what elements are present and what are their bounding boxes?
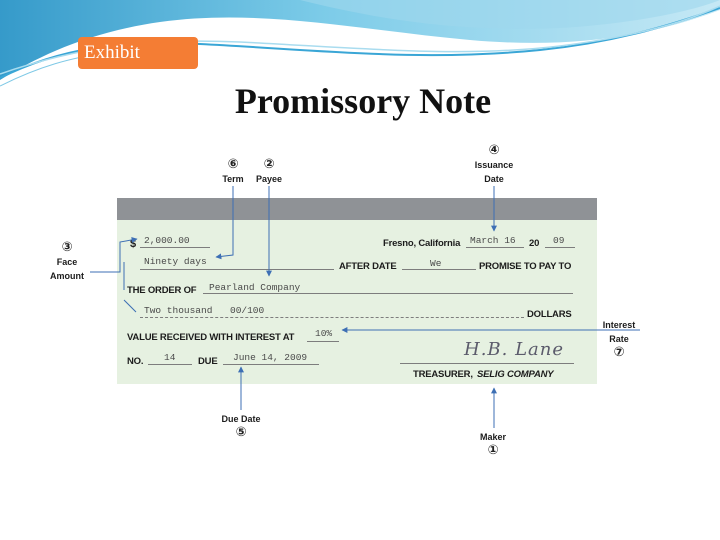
promise-to-pay-label: PROMISE TO PAY TO: [479, 261, 572, 272]
callout-due-label: Due Date: [221, 414, 261, 424]
callout-due-date: Due Date ⑤: [214, 412, 268, 440]
callout-face-amount: ③ Face Amount: [44, 241, 90, 283]
callout-number-3: ③: [61, 240, 73, 255]
callout-face-label-2: Amount: [50, 271, 84, 281]
note-number-label: NO.: [127, 356, 144, 367]
note-header-band: [117, 198, 597, 220]
callout-maker-label: Maker: [479, 432, 506, 442]
maker-signature: H.B. Lane: [464, 339, 565, 360]
callout-payee-label: Payee: [255, 174, 283, 184]
dollars-label: DOLLARS: [527, 309, 572, 320]
callout-number-1: ①: [487, 443, 499, 458]
amount-words-value: Two thousand: [144, 305, 213, 316]
cents-value: 00/100: [230, 305, 265, 316]
value-received-label: VALUE RECEIVED WITH INTEREST AT: [127, 332, 295, 343]
due-date-value: June 14, 2009: [233, 352, 308, 363]
callout-number-7: ⑦: [613, 345, 625, 360]
year-prefix: 20: [529, 238, 540, 249]
after-date-label: AFTER DATE: [339, 261, 397, 272]
dollar-sign: $: [130, 238, 136, 250]
callout-interest-label-1: Interest: [602, 320, 636, 330]
promisor-value: We: [430, 258, 442, 269]
callout-maker: Maker ①: [470, 430, 516, 458]
payee-value: Pearland Company: [209, 282, 301, 293]
term-value: Ninety days: [144, 256, 207, 267]
callout-number-5: ⑤: [235, 425, 247, 440]
interest-rate-value: 10%: [315, 328, 333, 339]
company-name: SELIG COMPANY: [477, 369, 554, 380]
signer-title: TREASURER,: [413, 369, 473, 380]
callout-number-2: ②: [263, 157, 275, 172]
order-of-label: THE ORDER OF: [127, 285, 197, 296]
callout-payee: ② Payee: [252, 158, 286, 186]
callout-issuance-date: ④ Issuance Date: [468, 144, 520, 186]
callout-number-6: ⑥: [227, 157, 239, 172]
callout-term: ⑥ Term: [220, 158, 246, 186]
due-label: DUE: [198, 356, 218, 367]
face-amount-value: 2,000.00: [144, 235, 190, 246]
callout-term-label: Term: [222, 174, 244, 184]
promissory-note: [117, 198, 597, 384]
callout-interest-rate: Interest Rate ⑦: [598, 318, 640, 360]
callout-face-label-1: Face: [56, 257, 78, 267]
year-value: 09: [553, 235, 565, 246]
note-number-value: 14: [164, 352, 176, 363]
callout-interest-label-2: Rate: [609, 334, 629, 344]
callout-issuance-label-2: Date: [484, 174, 504, 184]
exhibit-tag: Exhibit: [78, 37, 198, 69]
callout-issuance-label-1: Issuance: [474, 160, 514, 170]
callout-number-4: ④: [488, 143, 500, 158]
place-label: Fresno, California: [383, 238, 461, 249]
issuance-date-value: March 16: [470, 235, 516, 246]
page-title: Promissory Note: [234, 81, 492, 121]
